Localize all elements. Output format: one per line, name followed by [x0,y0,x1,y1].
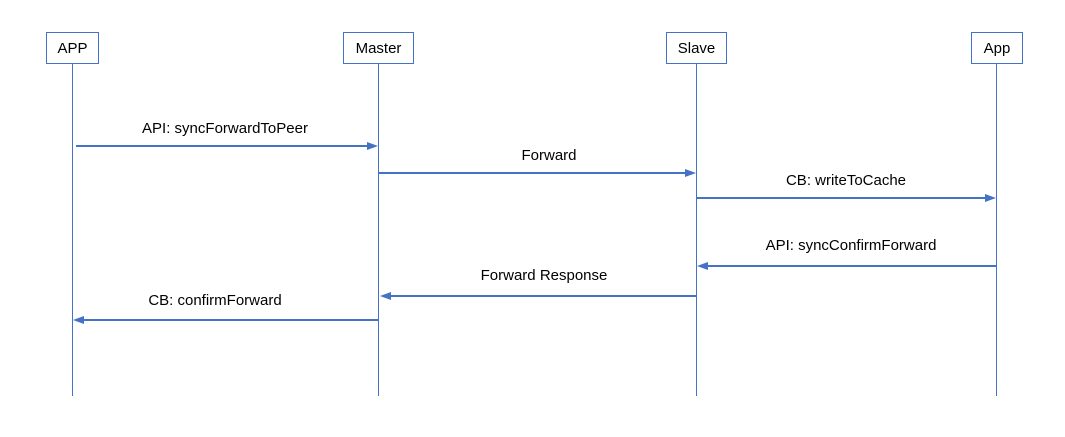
arrowhead-right-icon [367,141,378,150]
message-line-sync-forward-to-peer [76,145,367,147]
message-label-forward: Forward [521,147,577,164]
arrowhead-left-icon [380,291,391,300]
actor-box-app-caps: APP [46,32,99,64]
message-label-confirm-forward: CB: confirmForward [148,292,282,309]
actor-label-slave: Slave [677,39,716,57]
actor-label-master: Master [355,39,402,57]
message-line-confirm-forward [84,319,378,321]
lifeline-app [995,64,998,396]
message-label-sync-forward-to-peer: API: syncForwardToPeer [142,120,308,137]
actor-label-app: App [983,39,1011,57]
message-label-write-to-cache: CB: writeToCache [785,172,907,189]
message-line-forward-response [391,295,696,297]
message-line-forward [379,172,685,174]
message-label-forward-response: Forward Response [480,267,608,284]
actor-box-slave: Slave [666,32,727,64]
message-line-write-to-cache [697,197,985,199]
message-label-sync-confirm-forward: API: syncConfirmForward [765,237,937,254]
arrowhead-right-icon [985,193,996,202]
lifeline-app-caps [71,64,74,396]
actor-box-master: Master [343,32,414,64]
actor-box-app: App [971,32,1023,64]
arrowhead-left-icon [73,315,84,324]
arrowhead-left-icon [697,261,708,270]
arrowhead-right-icon [685,168,696,177]
lifeline-slave [695,64,698,396]
lifeline-master [377,64,380,396]
message-line-sync-confirm-forward [708,265,996,267]
actor-label-app-caps: APP [57,39,88,57]
